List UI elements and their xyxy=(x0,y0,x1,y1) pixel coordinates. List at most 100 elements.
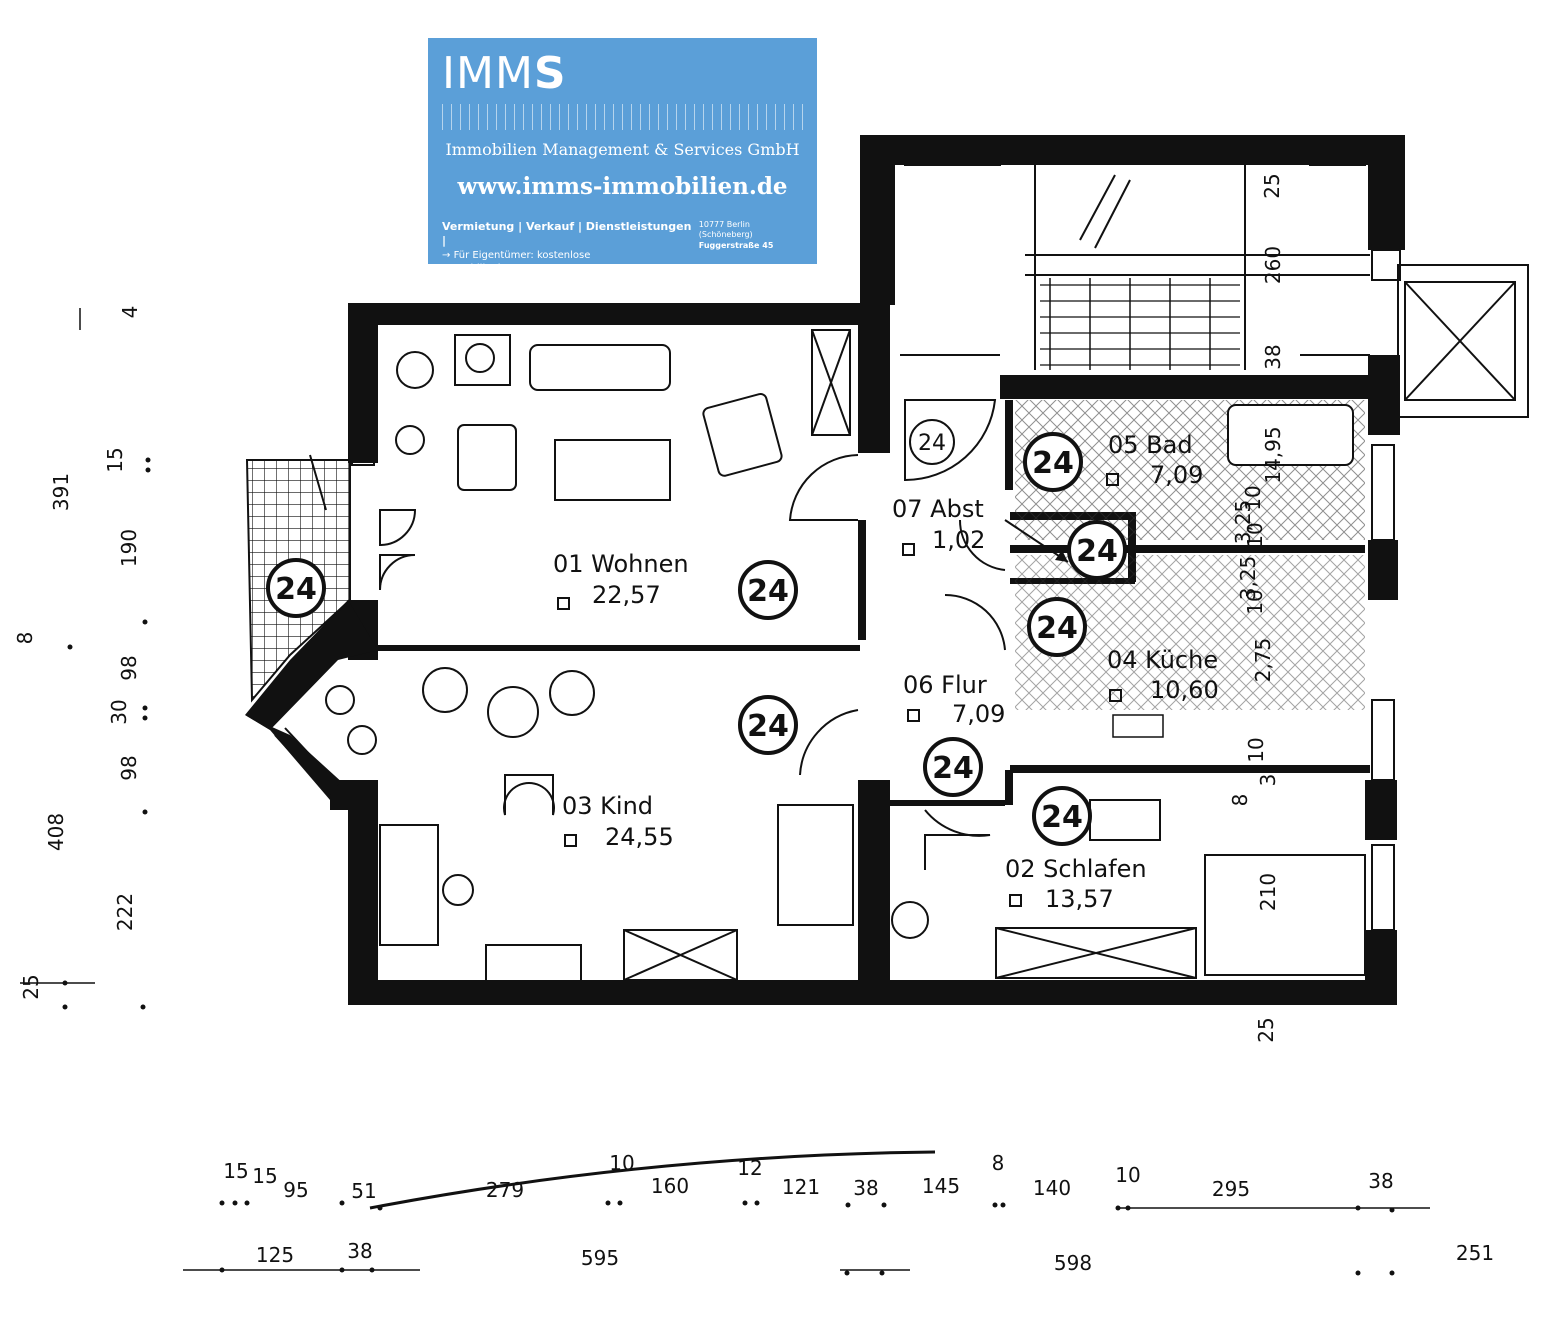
wall xyxy=(1365,780,1397,840)
wall xyxy=(1368,135,1405,250)
svg-text:24: 24 xyxy=(747,574,789,609)
dimension-label: 3,25 xyxy=(1231,500,1255,545)
logo-owner-note: → Für Eigentümer: kostenlose Immobilienb… xyxy=(442,249,591,274)
dimension-label: 8 xyxy=(1228,794,1252,807)
dimension-label: 160 xyxy=(651,1174,689,1198)
dimension-label: 140 xyxy=(1033,1176,1071,1200)
badge-24: 24 xyxy=(738,695,798,755)
dimension-label: 145 xyxy=(922,1174,960,1198)
room-wohnen-name: 01 Wohnen xyxy=(553,550,689,578)
dimension-label: 121 xyxy=(782,1175,820,1199)
wall xyxy=(860,135,895,305)
window xyxy=(1309,139,1366,166)
dimension-label: 125 xyxy=(256,1243,294,1267)
wall xyxy=(1010,765,1370,773)
balcony-east xyxy=(1371,249,1529,418)
dimension-label: 8 xyxy=(992,1151,1005,1175)
dimension-label: 3 xyxy=(1256,774,1280,787)
wall xyxy=(858,303,890,453)
window xyxy=(904,139,1001,166)
dimension-label: 10 xyxy=(1243,522,1267,547)
wall xyxy=(858,520,866,640)
dimension-label: 10 xyxy=(1241,485,1265,510)
furniture xyxy=(325,329,1366,984)
badge-24: 24 xyxy=(1027,597,1087,657)
dimension-label: 408 xyxy=(44,813,68,851)
dimension-label: 210 xyxy=(1256,873,1280,911)
dimension-label: 15 xyxy=(223,1159,248,1183)
dimension-label: 2,75 xyxy=(1251,638,1275,683)
room-wohnen-area: 22,57 xyxy=(592,581,661,609)
room-kind-area: 24,55 xyxy=(605,823,674,851)
window xyxy=(1371,444,1395,541)
windows xyxy=(351,139,1395,931)
logo-street: Fuggerstraße 45 xyxy=(698,240,774,250)
dimension-ticks xyxy=(62,457,1395,1276)
window xyxy=(351,829,375,931)
dimension-label: 295 xyxy=(1212,1177,1250,1201)
badge-24: 24 xyxy=(1067,520,1127,580)
dimension-label: 14,95 xyxy=(1261,426,1285,483)
dimension-label: 260 xyxy=(1261,246,1285,284)
room-abst-name: 07 Abst xyxy=(892,495,984,523)
dimension-labels: 439115190898309840822225252603814,95103,… xyxy=(13,173,1494,1275)
stair-steps xyxy=(1040,278,1240,370)
dimension-label: 51 xyxy=(351,1179,376,1203)
dimension-label: 10 xyxy=(1115,1163,1140,1187)
dimension-label: 3,25 xyxy=(1236,556,1260,601)
dimension-label: 98 xyxy=(117,755,141,780)
room-kind-name: 03 Kind xyxy=(562,792,653,820)
logo-company: Immobilien Management & Services GmbH xyxy=(445,140,800,159)
dimension-label: 38 xyxy=(853,1176,878,1200)
dimension-label: 30 xyxy=(107,699,131,724)
badge-24: 24 xyxy=(1032,786,1092,846)
dimension-label: 25 xyxy=(1254,1017,1278,1042)
logo-url: www.imms-immobilien.de xyxy=(457,173,788,200)
room-abst-area: 1,02 xyxy=(932,526,985,554)
dimension-label: 190 xyxy=(117,529,141,567)
svg-text:24: 24 xyxy=(1076,534,1118,569)
dimension-label: 598 xyxy=(1054,1251,1092,1275)
badge-24: 24 xyxy=(923,737,983,797)
room-bad-area: 7,09 xyxy=(1150,461,1203,489)
bay-window xyxy=(245,600,378,810)
dimension-label: 15 xyxy=(103,447,127,472)
window xyxy=(1371,699,1395,781)
wall xyxy=(1368,355,1400,435)
badge-24: 24 xyxy=(909,419,955,465)
wall xyxy=(858,780,890,980)
logo-footer: Vermietung | Verkauf | Dienstleistungen … xyxy=(442,220,803,275)
dimension-label: 38 xyxy=(1368,1169,1393,1193)
wall xyxy=(890,800,1005,806)
badge-24: 24 xyxy=(1023,432,1083,492)
wall xyxy=(1368,540,1398,600)
dimension-label: 595 xyxy=(581,1246,619,1270)
room-labels: 01 Wohnen 22,57 02 Schlafen 13,57 03 Kin… xyxy=(553,431,1219,913)
wall xyxy=(378,645,860,651)
dimension-label: 25 xyxy=(1260,173,1284,198)
dimension-label: 38 xyxy=(1261,344,1285,369)
room-schlafen-name: 02 Schlafen xyxy=(1005,855,1147,883)
svg-text:24: 24 xyxy=(1032,446,1074,481)
room-kueche-area: 10,60 xyxy=(1150,676,1219,704)
wall xyxy=(1005,400,1013,490)
badge-24: 24 xyxy=(266,558,326,618)
wall xyxy=(348,303,860,325)
bathtub xyxy=(1227,404,1354,466)
room-bad-name: 05 Bad xyxy=(1108,431,1193,459)
stove xyxy=(1112,714,1164,738)
dimension-label: 10 xyxy=(1243,589,1267,614)
logo-city: 10777 Berlin (Schöneberg) xyxy=(698,220,753,240)
svg-text:24: 24 xyxy=(918,431,946,456)
room-schlafen-area: 13,57 xyxy=(1045,885,1114,913)
svg-text:24: 24 xyxy=(747,709,789,744)
dimension-label: 98 xyxy=(117,655,141,680)
doors xyxy=(379,399,1006,870)
badges: 24 24 24 24 24 24 24 24 24 xyxy=(266,419,1127,846)
dimension-label: 95 xyxy=(283,1178,308,1202)
window xyxy=(1371,844,1395,931)
dimension-label: 222 xyxy=(113,893,137,931)
wall xyxy=(1010,545,1365,553)
logo-brand: IMMS xyxy=(442,48,567,99)
